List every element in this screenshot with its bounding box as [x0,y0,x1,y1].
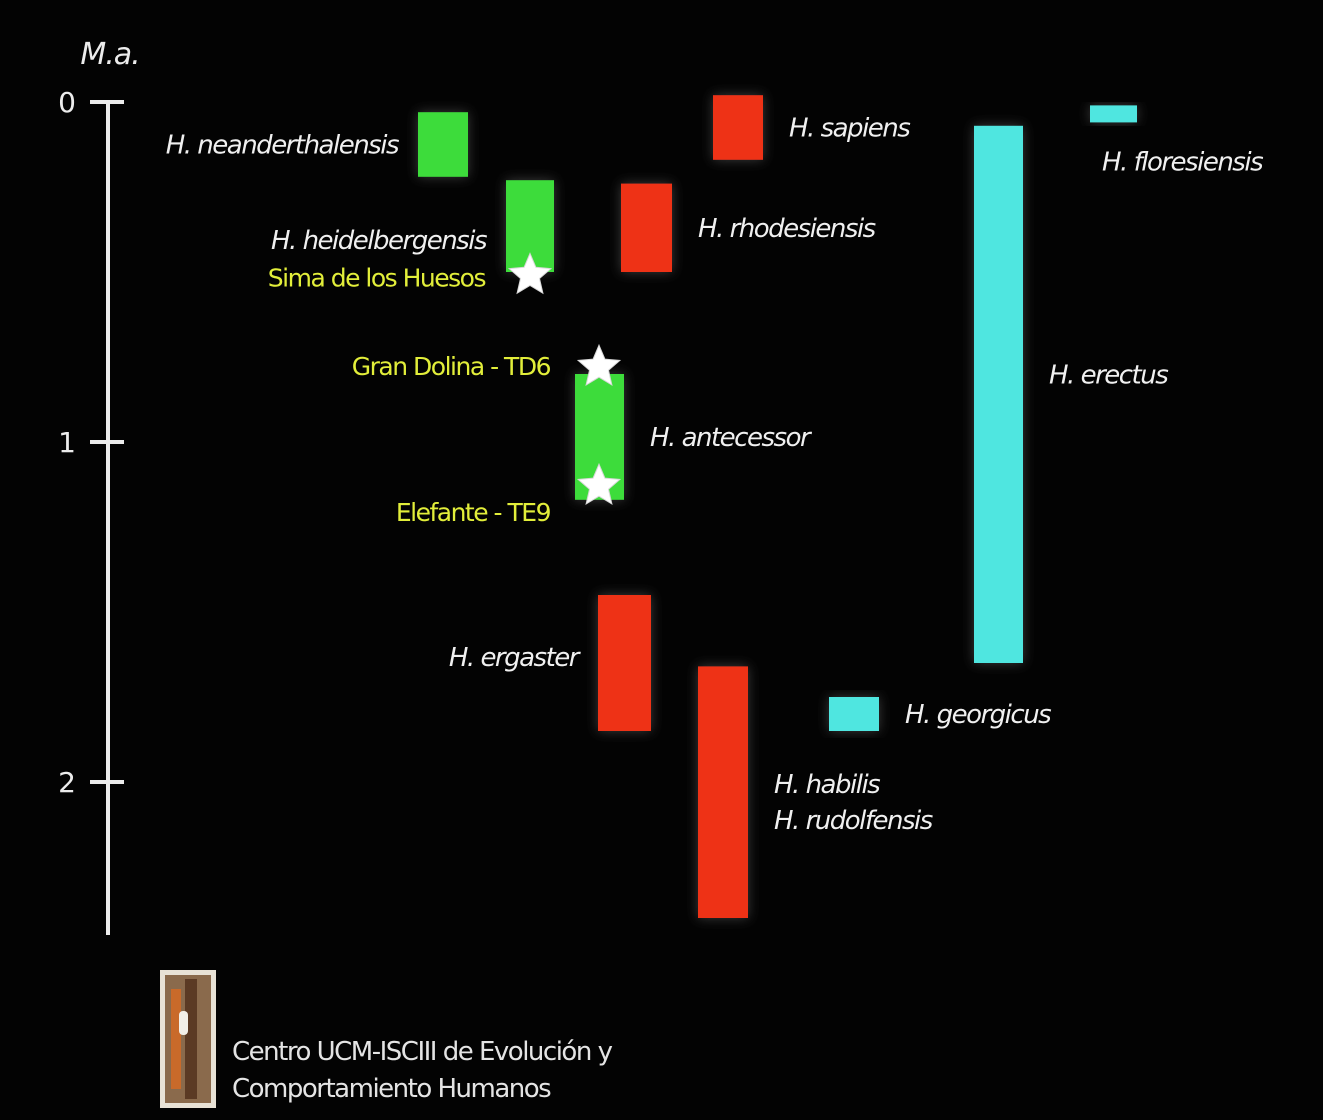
species-bars [418,95,1137,918]
label-h-georgicus: H. georgicus [905,700,1051,730]
star-icon-elefante-te9 [576,462,622,506]
site-label-gran-dolina-td6: Gran Dolina - TD6 [352,352,551,381]
bar-h-ergaster [598,595,651,731]
star-icon-gran-dolina-td6 [576,343,622,387]
star-icon-sima-de-los-huesos [507,252,553,295]
institution-name: Centro UCM-ISCIII de Evolución y Comport… [232,1034,613,1108]
bar-h-georgicus [829,697,879,731]
species-labels: H. neanderthalensis H. heidelbergensis H. … [166,114,1265,837]
label-h-floresiensis: H. floresiensis [1102,147,1263,177]
bar-h-rhodesiensis [621,183,672,272]
axis-unit-label: M.a. [80,37,139,72]
label-h-rhodesiensis: H. rhodesiensis [698,214,876,244]
site-label-elefante-te9: Elefante - TE9 [396,498,551,527]
label-h-neanderthalensis: H. neanderthalensis [166,131,399,161]
axis-tick-label: 2 [58,766,76,799]
label-h-ergaster: H. ergaster [449,643,582,673]
institution-logo [160,970,216,1108]
hominin-timeline-chart: M.a.0 1 2 H. neanderthalensis H. heidelberg… [58,37,1265,935]
footer: Centro UCM-ISCIII de Evolución y Comport… [160,970,860,1110]
label-h-heidelbergensis: H. heidelbergensis [271,226,487,256]
axis-tick-label: 0 [58,86,76,119]
label-h-erectus: H. erectus [1049,360,1168,390]
label-h-sapiens: H. sapiens [789,114,910,144]
bar-h-sapiens [713,95,763,160]
axis-tick-label: 1 [58,426,76,459]
site-label-sima-de-los-huesos: Sima de los Huesos [268,263,486,292]
bar-h-erectus [974,125,1023,664]
bar-h-neanderthalensis [418,112,468,177]
label-h-antecessor: H. antecessor [650,423,813,453]
institution-name-line2: Comportamiento Humanos [232,1074,552,1104]
institution-name-line1: Centro UCM-ISCIII de Evolución y [232,1037,613,1067]
bar-h-habilis [698,666,748,918]
time-axis: M.a.0 1 2 [58,37,141,935]
bar-h-floresiensis [1090,105,1137,123]
